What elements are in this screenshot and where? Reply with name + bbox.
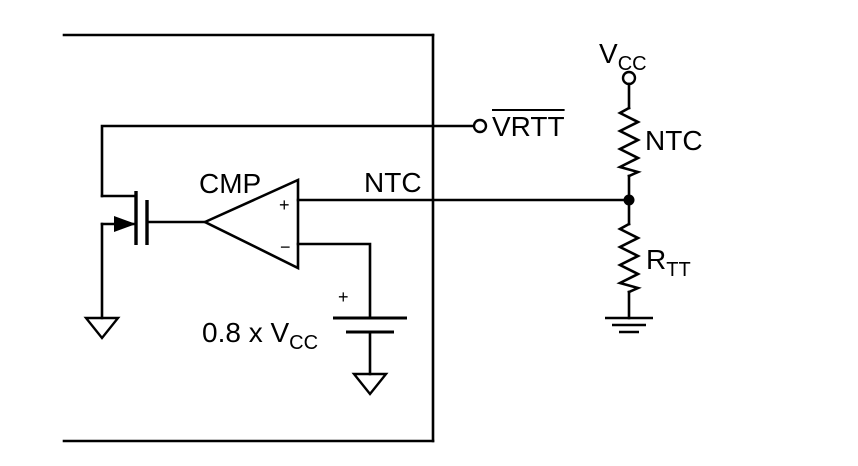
- comparator-triangle: [201, 177, 300, 271]
- ic-boundary: [62, 33, 435, 443]
- junction-dot: [623, 194, 635, 206]
- battery-symbol: [333, 316, 407, 376]
- ground-icon: [83, 316, 121, 340]
- ntc-line-label: NTC: [364, 167, 422, 198]
- rtt-label: RTT: [646, 244, 691, 281]
- plus-input-sign: +: [279, 195, 290, 215]
- vrtt-label: VRTT: [492, 111, 565, 142]
- earth-ground-icon: [605, 316, 653, 334]
- vcc-label: VCC: [599, 38, 647, 75]
- ntc-resistor-label: NTC: [645, 125, 703, 156]
- cmp-label: CMP: [199, 168, 262, 199]
- mosfet: [100, 191, 207, 320]
- mosfet-arrow-icon: [114, 216, 136, 232]
- rtt-resistor-icon: [616, 222, 642, 294]
- minus-input-sign: −: [280, 237, 291, 257]
- ntc-resistor-icon: [616, 106, 642, 178]
- vrtt-wire: [100, 124, 476, 198]
- ground-icon: [351, 372, 389, 396]
- reference-wire: [296, 242, 372, 320]
- vrtt-pin: [472, 118, 488, 134]
- battery-plus-sign: +: [338, 287, 349, 307]
- reference-voltage-label: 0.8 x VCC: [202, 317, 319, 354]
